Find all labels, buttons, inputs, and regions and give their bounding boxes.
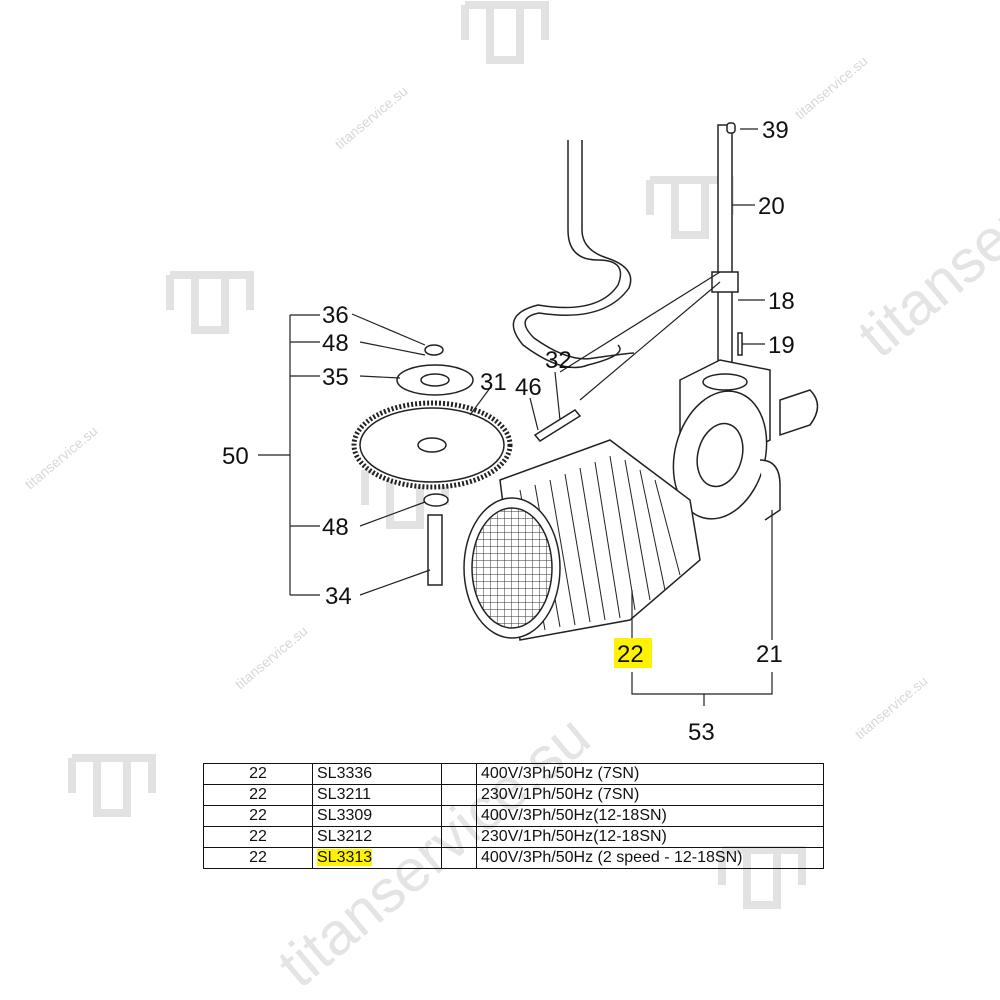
- watermark-large: titanservice.su: [845, 72, 1000, 370]
- part-code: SL3212: [317, 828, 373, 845]
- callout-31: 31: [480, 369, 507, 396]
- description-cell: 230V/1Ph/50Hz(12-18SN): [476, 826, 824, 848]
- callout-48: 48: [322, 330, 349, 357]
- gearbox: [672, 359, 819, 521]
- callout-53: 53: [688, 719, 715, 746]
- motor: [463, 439, 701, 641]
- empty-cell: [441, 784, 477, 806]
- callout-18: 18: [768, 288, 795, 315]
- callout-32: 32: [545, 347, 572, 374]
- part-code: SL3313: [317, 849, 373, 866]
- part-code-cell: SL3212: [312, 826, 442, 848]
- gear-wheel: [351, 344, 513, 586]
- position-cell: 22: [203, 784, 313, 806]
- position-cell: 22: [203, 763, 313, 785]
- callout-48b: 48: [322, 514, 349, 541]
- description-cell: 400V/3Ph/50Hz (7SN): [476, 763, 824, 785]
- callout-19: 19: [768, 332, 795, 359]
- description-cell: 400V/3Ph/50Hz (2 speed - 12-18SN): [476, 847, 824, 869]
- callout-34: 34: [325, 583, 352, 610]
- part-code-cell: SL3313: [312, 847, 442, 869]
- part-code-cell: SL3309: [312, 805, 442, 827]
- callout-50: 50: [222, 443, 249, 470]
- position-cell: 22: [203, 847, 313, 869]
- watermark-small: titanservice.su: [232, 623, 311, 693]
- callout-22: 22: [617, 641, 644, 668]
- callout-35: 35: [322, 364, 349, 391]
- callout-20: 20: [758, 193, 785, 220]
- leader-lines: [258, 128, 773, 706]
- shaft: [711, 122, 743, 386]
- part-code: SL3211: [317, 786, 371, 803]
- key-part: [533, 409, 582, 442]
- watermark-small: titanservice.su: [852, 673, 931, 743]
- callout-46: 46: [515, 374, 542, 401]
- watermark-small: titanservice.su: [792, 53, 871, 123]
- watermark-small: titanservice.su: [22, 423, 101, 493]
- part-code-cell: SL3336: [312, 763, 442, 785]
- empty-cell: [441, 847, 477, 869]
- callout-39: 39: [762, 117, 789, 144]
- callout-21: 21: [756, 641, 783, 668]
- position-cell: 22: [203, 805, 313, 827]
- part-code: SL3336: [317, 765, 373, 782]
- callout-highlight: [614, 638, 652, 668]
- position-cell: 22: [203, 826, 313, 848]
- description-cell: 400V/3Ph/50Hz(12-18SN): [476, 805, 824, 827]
- dough-hook: [512, 140, 635, 369]
- empty-cell: [441, 826, 477, 848]
- empty-cell: [441, 763, 477, 785]
- empty-cell: [441, 805, 477, 827]
- callout-36: 36: [322, 302, 349, 329]
- description-cell: 230V/1Ph/50Hz (7SN): [476, 784, 824, 806]
- watermark-small: titanservice.su: [332, 83, 411, 153]
- part-code-cell: SL3211: [312, 784, 442, 806]
- part-code: SL3309: [317, 807, 373, 824]
